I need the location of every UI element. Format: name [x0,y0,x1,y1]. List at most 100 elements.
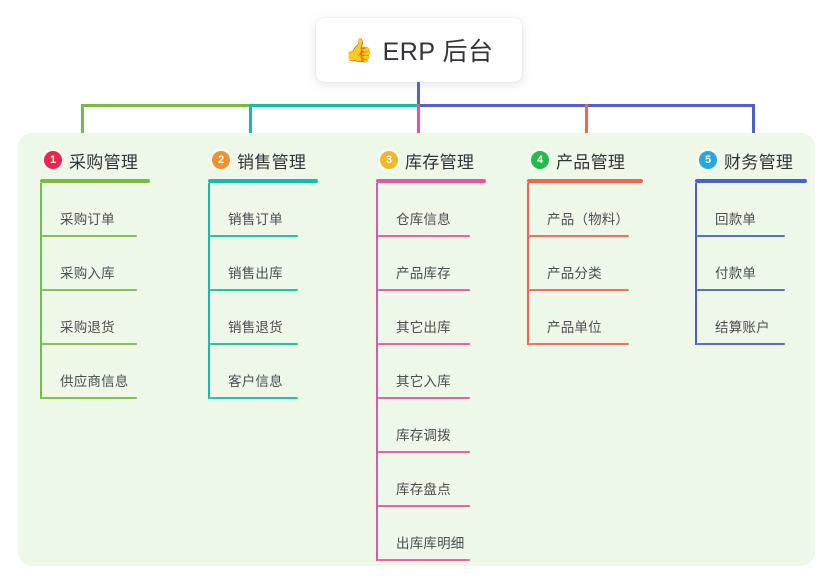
column-badge-3: 3 [380,151,398,169]
root-node-label: ERP 后台 [382,38,494,66]
column-spine-1 [40,183,42,399]
column-header-2[interactable]: 2 销售管理 [208,143,306,177]
menu-item-label: 产品单位 [547,320,602,335]
menu-item-underline [210,397,298,399]
menu-item-label: 库存调拨 [396,428,451,443]
column-badge-1: 1 [44,151,62,169]
menu-item-label: 回款单 [715,212,757,227]
menu-item[interactable]: 产品单位 [527,291,637,345]
menu-item-underline [697,289,785,291]
menu-item[interactable]: 客户信息 [208,345,306,399]
menu-item-underline [378,235,470,237]
stub-connector-col-5 [752,104,755,138]
column-title-2: 销售管理 [237,152,307,172]
menu-item-underline [210,343,298,345]
menu-item-label: 产品（物料） [547,212,630,227]
menu-item-label: 库存盘点 [396,482,451,497]
menu-item[interactable]: 出库库明细 [376,507,478,561]
menu-item-underline [42,397,137,399]
bus-segment-green [81,104,251,107]
menu-item[interactable]: 回款单 [695,183,793,237]
column-spine-4 [527,183,529,345]
menu-item-label: 产品库存 [396,266,451,281]
menu-item-label: 供应商信息 [60,374,129,389]
menu-item[interactable]: 仓库信息 [376,183,478,237]
menu-item-underline [378,289,470,291]
column-header-4[interactable]: 4 产品管理 [527,143,625,177]
menu-item[interactable]: 库存调拨 [376,399,478,453]
menu-item-underline [529,289,629,291]
menu-item[interactable]: 其它入库 [376,345,478,399]
column-4: 4 产品管理产品（物料） 产品分类产品单位 [527,143,643,345]
column-title-1: 采购管理 [69,152,139,172]
menu-item-label: 采购退货 [60,320,115,335]
column-underline-2 [208,179,318,183]
column-spine-5 [695,183,697,345]
menu-item-label: 销售退货 [228,320,283,335]
menu-item-label: 结算账户 [715,320,770,335]
menu-item[interactable]: 其它出库 [376,291,478,345]
column-spine-2 [208,183,210,399]
menu-item[interactable]: 供应商信息 [40,345,145,399]
menu-item-underline [529,235,629,237]
menu-item-underline [378,397,470,399]
menu-item-underline [378,505,470,507]
menu-item[interactable]: 销售出库 [208,237,306,291]
menu-item[interactable]: 库存盘点 [376,453,478,507]
menu-item-label: 其它入库 [396,374,451,389]
menu-item-label: 销售订单 [228,212,283,227]
column-underline-1 [40,179,150,183]
menu-item-underline [697,343,785,345]
menu-item-underline [697,235,785,237]
thumbs-up-icon: 👍 [344,36,374,63]
menu-item[interactable]: 产品库存 [376,237,478,291]
menu-item-underline [529,343,629,345]
column-5: 5 财务管理回款单付款单结算账户 [695,143,807,345]
root-node-erp-backend[interactable]: 👍 ERP 后台 [316,18,522,82]
menu-item[interactable]: 结算账户 [695,291,793,345]
root-stem-connector [417,82,420,106]
column-badge-2: 2 [212,151,230,169]
menu-item[interactable]: 销售退货 [208,291,306,345]
column-header-1[interactable]: 1 采购管理 [40,143,138,177]
menu-item[interactable]: 付款单 [695,237,793,291]
column-underline-5 [695,179,807,183]
menu-item[interactable]: 产品（物料） [527,183,637,237]
content-panel [18,133,815,566]
stub-connector-col-2 [249,104,252,138]
menu-item[interactable]: 采购订单 [40,183,145,237]
column-badge-5: 5 [699,151,717,169]
column-title-4: 产品管理 [556,152,626,172]
menu-item-label: 付款单 [715,266,757,281]
menu-item-underline [378,343,470,345]
menu-item-underline [378,451,470,453]
stub-connector-col-3 [417,104,420,138]
stub-connector-col-1 [81,104,84,138]
menu-item[interactable]: 产品分类 [527,237,637,291]
menu-item[interactable]: 销售订单 [208,183,306,237]
column-1: 1 采购管理采购订单采购入库采购退货供应商信息 [40,143,150,399]
menu-item-label: 仓库信息 [396,212,451,227]
column-spine-3 [376,183,378,561]
bus-segment-teal [249,104,419,107]
menu-item-underline [42,343,137,345]
menu-item-underline [42,289,137,291]
menu-item[interactable]: 采购入库 [40,237,145,291]
menu-item-label: 采购入库 [60,266,115,281]
menu-item-underline [378,559,470,561]
column-header-5[interactable]: 5 财务管理 [695,143,793,177]
column-underline-4 [527,179,643,183]
column-underline-3 [376,179,486,183]
column-2: 2 销售管理销售订单销售出库销售退货客户信息 [208,143,318,399]
stub-connector-col-4 [585,104,588,138]
menu-item-label: 采购订单 [60,212,115,227]
menu-item-label: 销售出库 [228,266,283,281]
root-node-title: 👍 ERP 后台 [344,32,493,68]
menu-item[interactable]: 采购退货 [40,291,145,345]
column-title-5: 财务管理 [724,152,794,172]
menu-item-label: 客户信息 [228,374,283,389]
column-badge-4: 4 [531,151,549,169]
